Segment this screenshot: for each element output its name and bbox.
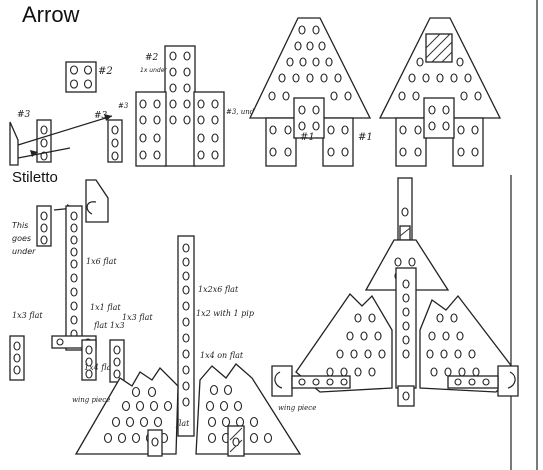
brick-1x3-mid bbox=[107, 119, 123, 163]
label-flat-1x3-a: flat 1x3 bbox=[93, 321, 125, 330]
arrow-stage-3 bbox=[248, 17, 372, 167]
label-brick-3-left: #3 bbox=[17, 110, 31, 120]
stiletto-1x3-right bbox=[109, 339, 125, 383]
label-this: This bbox=[12, 221, 28, 230]
stiletto-assembled bbox=[271, 177, 519, 407]
label-brick-3-mid: #3 bbox=[94, 111, 108, 121]
arrow-stage-4 bbox=[378, 17, 502, 167]
stiletto-bottom-pieces bbox=[147, 425, 245, 457]
label-under-note: 1x under bbox=[140, 67, 167, 74]
label-wing-piece-right: wing piece bbox=[278, 404, 316, 412]
label-flat-1x2x6: 1x2x6 flat bbox=[198, 285, 239, 294]
label-brick-3-under: #3, under bbox=[226, 108, 262, 116]
arrow-stage-2 bbox=[135, 45, 225, 167]
arrow-stage-1 bbox=[9, 114, 113, 166]
stiletto-section-title: Stiletto bbox=[12, 169, 58, 186]
label-flat-1x4-left: 1x4 flat bbox=[84, 363, 115, 372]
label-flat-1x3-side: 1x3 flat bbox=[12, 311, 43, 320]
label-brick-1-a: #1 bbox=[300, 132, 315, 143]
label-flat-1x6: 1x6 flat bbox=[86, 257, 117, 266]
label-under: under bbox=[12, 247, 36, 256]
label-brick-1-b: #1 bbox=[358, 132, 373, 143]
stiletto-wing-left bbox=[74, 366, 179, 455]
label-goes: goes bbox=[12, 234, 31, 243]
label-flat-center: flat bbox=[175, 419, 190, 428]
brick-2x2 bbox=[65, 61, 97, 93]
label-flat-1x2-pip: 1x2 with 1 pip bbox=[196, 309, 254, 318]
label-brick-3-small: #3 bbox=[118, 102, 129, 110]
label-flat-1x1: 1x1 flat bbox=[90, 303, 121, 312]
label-wing-piece-left: wing piece bbox=[72, 396, 110, 404]
stiletto-1x3-flat bbox=[9, 335, 25, 381]
arrow-section-title: Arrow bbox=[22, 2, 80, 27]
stiletto-left-column bbox=[36, 205, 97, 381]
label-brick-2-under: #2 bbox=[145, 53, 159, 63]
label-brick-2: #2 bbox=[98, 66, 113, 77]
label-flat-1x4-on: 1x4 on flat bbox=[200, 351, 244, 360]
stiletto-center-spine bbox=[177, 235, 195, 437]
label-flat-1x3-b: 1x3 flat bbox=[122, 313, 153, 322]
